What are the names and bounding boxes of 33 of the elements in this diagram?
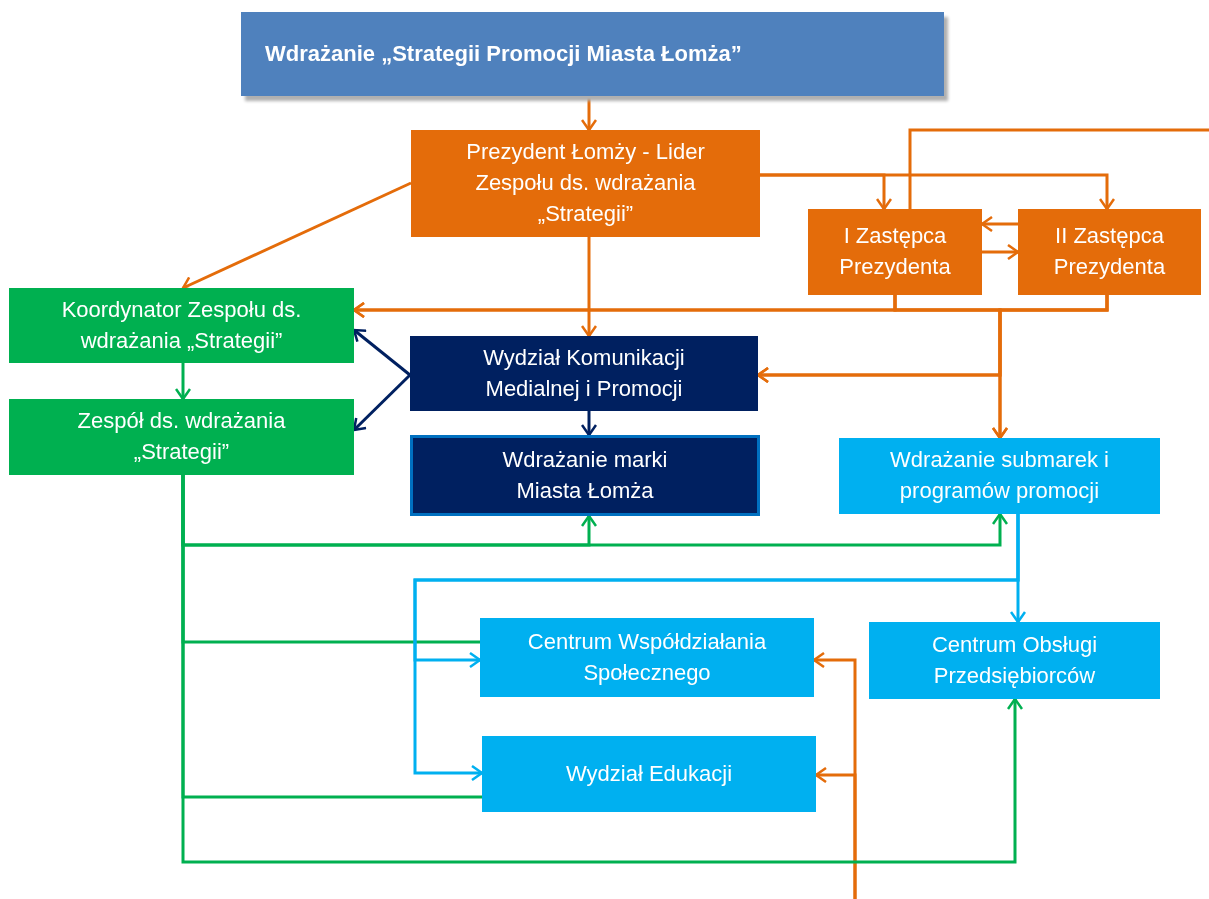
process-box	[410, 435, 760, 516]
title: Wdrażanie „Strategii Promocji Miasta Łomża”	[265, 39, 742, 68]
box-label: Centrum Współdziałania Społecznego	[526, 627, 768, 687]
process-box	[480, 618, 814, 697]
process-box	[869, 622, 1160, 699]
connector-arrow	[760, 173, 1116, 211]
box-label: Wydział Komunikacji Medialnej i Promocji	[482, 343, 686, 403]
process-box	[410, 336, 758, 411]
title-banner	[241, 12, 944, 96]
box-label: Wydział Edukacji	[565, 759, 733, 788]
connector-arrow	[580, 96, 598, 132]
box-label: Centrum Obsługi Przedsiębiorców	[930, 630, 1099, 690]
process-box	[9, 288, 354, 363]
process-box	[808, 209, 982, 295]
box-label: Prezydent Łomży - Lider Zespołu ds. wdrażania „Strategii”	[465, 138, 706, 228]
process-box	[411, 130, 760, 237]
box-label: I Zastępca Prezydenta	[838, 222, 952, 281]
process-box	[482, 736, 816, 812]
connector-arrow	[580, 237, 598, 338]
connector-arrow	[991, 295, 1109, 440]
box-label: Wdrażanie marki Miasta Łomża	[501, 445, 669, 505]
connector-arrow	[580, 411, 598, 437]
connector-arrow	[982, 243, 1020, 261]
box-label: Wdrażanie submarek i programów promocji	[889, 446, 1110, 505]
box-label: Koordynator Zespołu ds. wdrażania „Strategii”	[60, 295, 303, 355]
connector-arrow	[181, 475, 1024, 864]
process-box	[9, 399, 354, 475]
process-box	[839, 438, 1160, 514]
connector-arrow	[174, 363, 192, 401]
box-label: Zespół ds. wdrażania „Strategii”	[76, 407, 287, 466]
box-label: II Zastępca Prezydenta	[1052, 222, 1167, 281]
connector-arrow	[413, 514, 1020, 782]
process-box	[1018, 209, 1201, 295]
